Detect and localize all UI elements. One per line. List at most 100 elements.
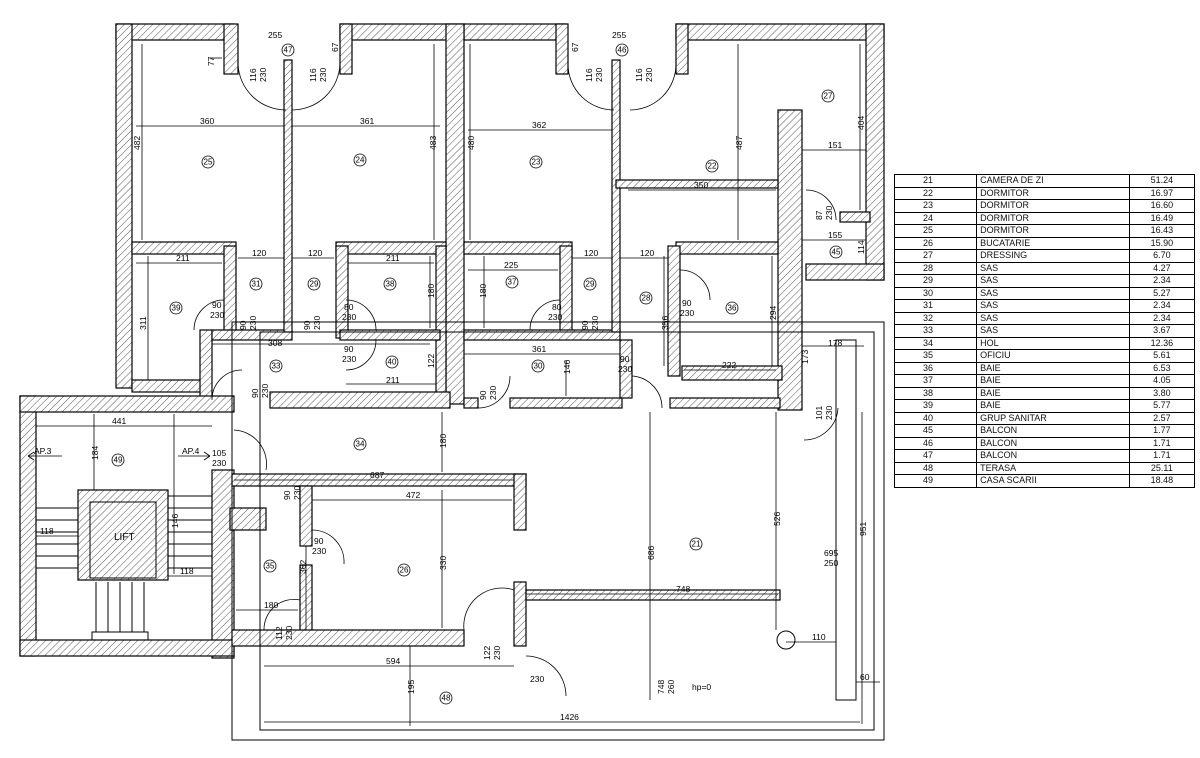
svg-text:45: 45	[832, 248, 841, 257]
svg-text:90: 90	[682, 298, 692, 308]
svg-text:80: 80	[552, 302, 562, 312]
legend-room-name: DORMITOR	[976, 224, 1130, 238]
svg-text:23: 23	[532, 158, 541, 167]
legend-room-number: 23	[893, 199, 978, 213]
svg-text:22: 22	[708, 162, 717, 171]
legend-room-number: 28	[893, 261, 978, 275]
svg-text:230: 230	[488, 386, 498, 400]
room-marker-32: 31	[249, 277, 263, 291]
legend-room-area: 4.27	[1128, 261, 1196, 275]
doors	[193, 63, 839, 697]
svg-text:230: 230	[342, 312, 356, 322]
svg-text:120: 120	[640, 248, 654, 258]
lift-label: LIFT	[114, 532, 135, 543]
svg-text:230: 230	[312, 316, 322, 330]
svg-text:230: 230	[824, 206, 834, 220]
dimension-lines	[36, 44, 880, 726]
column-icon	[776, 630, 796, 650]
legend-room-area: 25.11	[1128, 461, 1196, 475]
legend-room-number: 34	[893, 336, 978, 350]
svg-text:480: 480	[466, 136, 476, 150]
svg-text:26: 26	[400, 566, 409, 575]
svg-text:250: 250	[824, 558, 838, 568]
svg-text:225: 225	[504, 260, 518, 270]
svg-text:350: 350	[694, 180, 708, 190]
svg-text:230: 230	[260, 384, 270, 398]
legend-room-name: TERASA	[976, 461, 1130, 475]
room-marker-23: 23	[529, 155, 543, 169]
legend-room-number: 32	[893, 311, 978, 325]
legend-room-area: 5.27	[1128, 286, 1196, 300]
legend-room-name: SAS	[976, 286, 1130, 300]
legend-room-number: 33	[893, 324, 978, 338]
walls	[19, 23, 885, 659]
room-marker-27: 27	[821, 89, 835, 103]
svg-text:116: 116	[308, 68, 318, 82]
legend-room-area: 4.05	[1128, 374, 1196, 388]
svg-text:308: 308	[268, 338, 282, 348]
svg-text:178: 178	[828, 338, 842, 348]
legend-room-name: GRUP SANITAR	[976, 411, 1130, 425]
svg-text:112: 112	[274, 626, 284, 640]
svg-text:116: 116	[634, 68, 644, 82]
svg-text:146: 146	[170, 514, 180, 528]
legend-room-name: HOL	[976, 336, 1130, 350]
svg-text:67: 67	[570, 42, 580, 52]
svg-text:25: 25	[204, 158, 213, 167]
svg-text:151: 151	[828, 140, 842, 150]
legend-room-area: 16.60	[1128, 199, 1196, 213]
svg-text:695: 695	[824, 548, 838, 558]
legend-room-number: 22	[893, 186, 978, 200]
legend-room-area: 15.90	[1128, 236, 1196, 250]
svg-text:230: 230	[530, 674, 544, 684]
svg-text:472: 472	[406, 490, 420, 500]
legend-room-name: BALCON	[976, 436, 1130, 450]
svg-text:230: 230	[312, 546, 326, 556]
svg-text:77: 77	[206, 56, 216, 66]
room-marker-40: 40	[385, 355, 399, 369]
legend-room-number: 21	[893, 174, 978, 188]
svg-text:90: 90	[302, 320, 312, 330]
legend-room-number: 45	[893, 424, 978, 438]
svg-text:33: 33	[272, 362, 281, 371]
room-marker-28: 28	[639, 291, 653, 305]
svg-text:255: 255	[268, 30, 282, 40]
svg-text:748: 748	[676, 584, 690, 594]
svg-text:60: 60	[860, 672, 870, 682]
legend-room-number: 36	[893, 361, 978, 375]
terrace-outline	[231, 321, 885, 741]
room-marker-30: 30	[531, 359, 545, 373]
svg-text:29: 29	[310, 280, 319, 289]
room-marker-26: 26	[397, 563, 411, 577]
svg-text:118: 118	[180, 566, 194, 576]
svg-text:184: 184	[90, 446, 100, 460]
svg-text:80: 80	[344, 302, 354, 312]
svg-text:180: 180	[264, 600, 278, 610]
legend-room-area: 16.43	[1128, 224, 1196, 238]
stairs	[36, 495, 212, 641]
legend-room-number: 27	[893, 249, 978, 263]
svg-text:48: 48	[442, 694, 451, 703]
svg-text:40: 40	[388, 358, 397, 367]
svg-text:951: 951	[858, 522, 868, 536]
svg-text:101: 101	[814, 406, 824, 420]
svg-text:67: 67	[330, 42, 340, 52]
svg-text:1426: 1426	[560, 712, 579, 722]
legend-room-number: 31	[893, 299, 978, 313]
legend-room-number: 37	[893, 374, 978, 388]
svg-text:482: 482	[132, 136, 142, 150]
legend-room-name: DORMITOR	[976, 186, 1130, 200]
svg-text:260: 260	[666, 680, 676, 694]
svg-text:330: 330	[438, 556, 448, 570]
svg-text:30: 30	[534, 362, 543, 371]
svg-text:120: 120	[252, 248, 266, 258]
